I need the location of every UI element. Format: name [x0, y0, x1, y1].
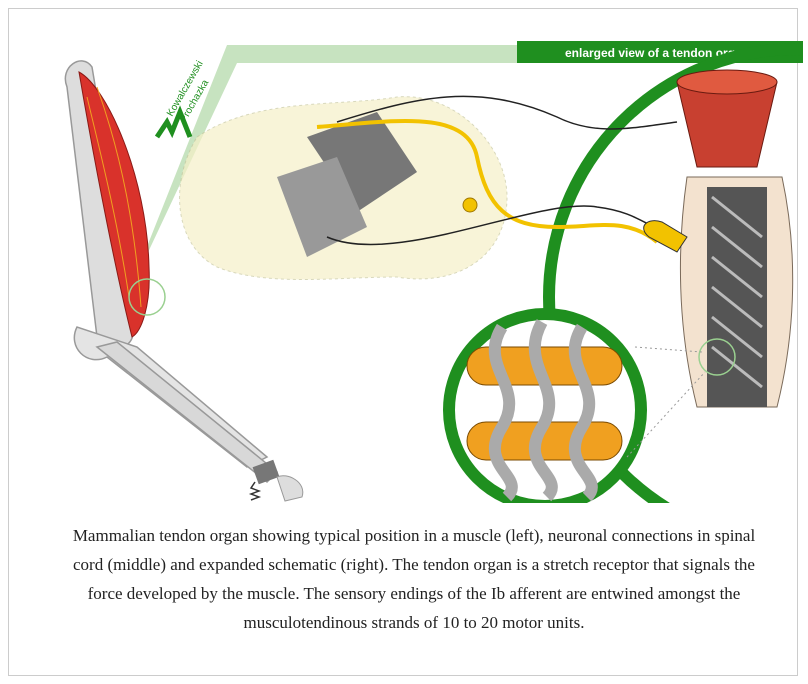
- figure-frame: enlarged view of a tendon organ Kowalcze…: [8, 8, 798, 676]
- tendon-organ-illustration: enlarged view of a tendon organ Kowalcze…: [37, 27, 803, 503]
- zoom-detail-circle: [449, 314, 641, 503]
- figure-caption: Mammalian tendon organ showing typical p…: [59, 521, 769, 637]
- tendon-capsule: [644, 177, 793, 407]
- muscle-fiber-bundle: [677, 70, 777, 167]
